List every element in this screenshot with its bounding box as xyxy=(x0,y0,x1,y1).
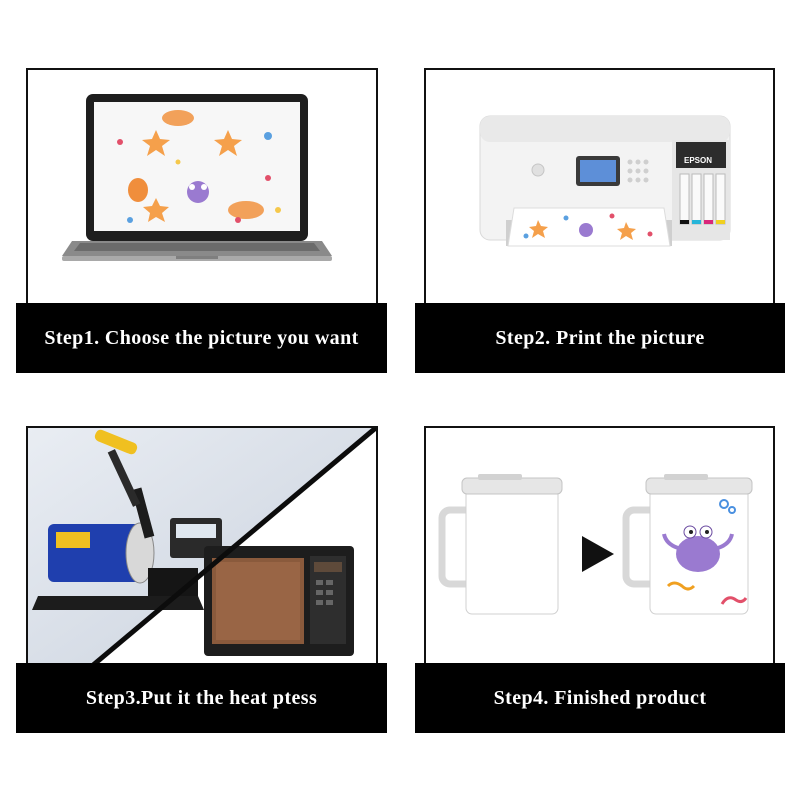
step3-banner: Step3.Put it the heat ptess xyxy=(16,663,387,733)
printer-brand: EPSON xyxy=(684,156,712,165)
step4-image-card xyxy=(424,426,775,666)
step1-label: Step1. Choose the picture you want xyxy=(44,326,359,349)
crab-print xyxy=(676,536,720,572)
laptop-illustration xyxy=(62,94,332,261)
step4-banner: Step4. Finished product xyxy=(415,663,785,733)
blank-mug xyxy=(438,474,563,615)
microwave-oven xyxy=(204,546,354,656)
mug-comparison-illustration xyxy=(438,474,753,615)
step2-banner: Step2. Print the picture xyxy=(415,303,785,373)
step1-image-card xyxy=(26,68,378,306)
step3-image-card xyxy=(26,426,378,666)
arrow-right-icon xyxy=(582,536,614,572)
step4-label: Step4. Finished product xyxy=(493,686,707,709)
step2-label: Step2. Print the picture xyxy=(495,326,705,349)
step1-banner: Step1. Choose the picture you want xyxy=(16,303,387,373)
step3-label: Step3.Put it the heat ptess xyxy=(85,686,318,709)
step2-image-card: EPSON xyxy=(424,68,775,306)
printed-mug xyxy=(622,474,753,615)
printed-sheet-pattern xyxy=(523,213,653,240)
printer-illustration: EPSON xyxy=(479,115,731,247)
laptop-screen xyxy=(94,102,300,231)
sea-creature-pattern xyxy=(117,110,281,223)
heat-press-illustration xyxy=(28,428,376,664)
